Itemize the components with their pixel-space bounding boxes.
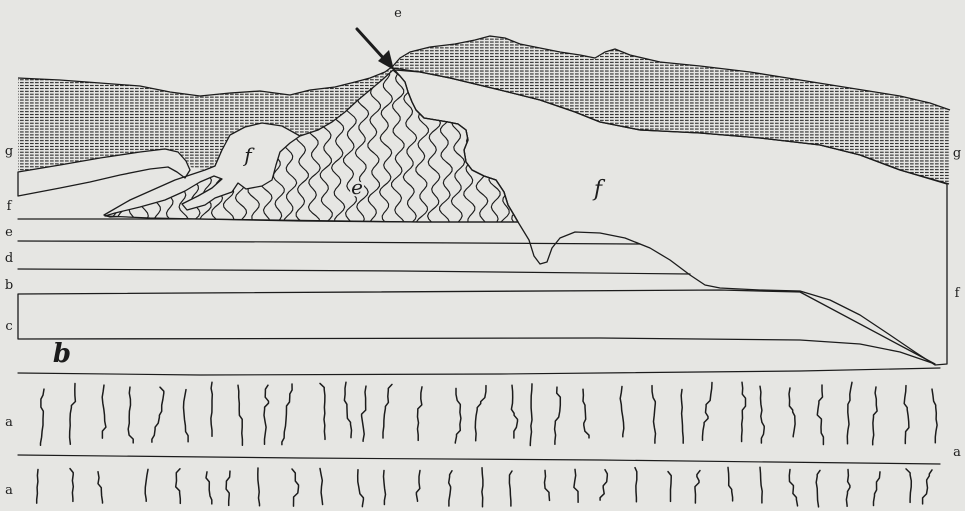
joint-line: [449, 471, 452, 506]
joint-line: [184, 390, 189, 442]
right-label-a: a: [953, 445, 961, 460]
joint-line: [264, 385, 269, 444]
joint-line: [320, 469, 323, 505]
joint-line: [728, 467, 733, 501]
joint-line: [583, 389, 589, 438]
joint-line: [511, 385, 517, 438]
left-label-d: d: [5, 251, 13, 266]
joint-line: [418, 387, 423, 441]
joint-line: [383, 384, 392, 438]
joint-line: [681, 390, 683, 444]
joint-line: [816, 470, 820, 507]
joint-line: [145, 469, 148, 501]
left-label-b: b: [5, 278, 13, 293]
joint-line: [555, 387, 561, 444]
joint-line: [817, 385, 823, 445]
joint-line: [258, 468, 260, 506]
joint-line: [416, 471, 420, 502]
joint-line: [530, 384, 532, 446]
joint-line: [176, 469, 181, 504]
joint-line: [152, 387, 164, 442]
joint-line: [41, 389, 45, 445]
label-top-e: e: [394, 6, 402, 21]
joint-line: [344, 382, 351, 437]
joint-line: [742, 382, 746, 441]
joint-line: [206, 472, 212, 504]
joint-line: [760, 386, 764, 443]
joint-line: [873, 387, 877, 445]
body-label-f-right: f: [592, 177, 606, 202]
stratum-line-b-top: [18, 269, 690, 274]
joint-line: [600, 470, 607, 500]
joint-line: [128, 387, 133, 443]
joint-line: [904, 386, 909, 444]
stratum-g: [18, 36, 950, 184]
joint-line: [226, 471, 230, 505]
stratum-line-a-top: [18, 368, 940, 375]
joint-line: [211, 382, 212, 436]
joint-line: [846, 470, 850, 507]
joint-line: [703, 383, 713, 441]
joint-line: [789, 470, 797, 506]
body-label-e: e: [351, 175, 363, 199]
joint-line: [475, 386, 486, 441]
arrow-marker: [357, 29, 394, 70]
joint-line: [509, 471, 512, 506]
joint-line: [695, 471, 700, 503]
right-label-g: g: [953, 146, 961, 161]
joint-line: [545, 470, 550, 500]
joint-line: [292, 469, 299, 506]
joint-line: [482, 468, 483, 507]
stratum-line-a-divide: [18, 455, 940, 464]
body-label-f-left: f: [242, 143, 255, 167]
joint-line: [760, 467, 762, 503]
joint-line: [455, 388, 461, 443]
joint-line: [789, 388, 795, 437]
joint-line: [102, 385, 106, 438]
joint-line: [620, 387, 624, 437]
joint-line: [874, 472, 881, 506]
stratum-a-joints: [37, 382, 937, 507]
left-label-a-upper: a: [5, 415, 13, 430]
joint-line: [668, 472, 671, 502]
figure-part-label: b: [53, 339, 71, 369]
joint-line: [282, 384, 292, 445]
stratum-line-d-top: [18, 241, 640, 244]
left-label-g: g: [5, 144, 13, 159]
joint-line: [932, 389, 937, 443]
right-label-f: f: [955, 286, 961, 301]
joint-line: [37, 470, 38, 504]
joint-line: [238, 385, 242, 445]
stratum-c-band: [18, 290, 935, 364]
joint-line: [652, 386, 656, 444]
joint-line: [906, 469, 911, 503]
left-label-a-lower: a: [5, 483, 13, 498]
joint-line: [923, 470, 932, 504]
left-label-c: c: [5, 319, 12, 334]
joint-line: [70, 469, 73, 502]
joint-line: [384, 471, 386, 505]
joint-line: [320, 383, 325, 439]
joint-line: [574, 469, 578, 502]
joint-line: [70, 384, 76, 445]
left-label-e: e: [5, 225, 13, 240]
left-label-f: f: [7, 199, 13, 214]
joint-line: [847, 382, 852, 444]
joint-line: [635, 468, 637, 502]
joint-line: [98, 472, 103, 503]
joint-line: [358, 470, 364, 507]
joint-line: [362, 386, 366, 441]
